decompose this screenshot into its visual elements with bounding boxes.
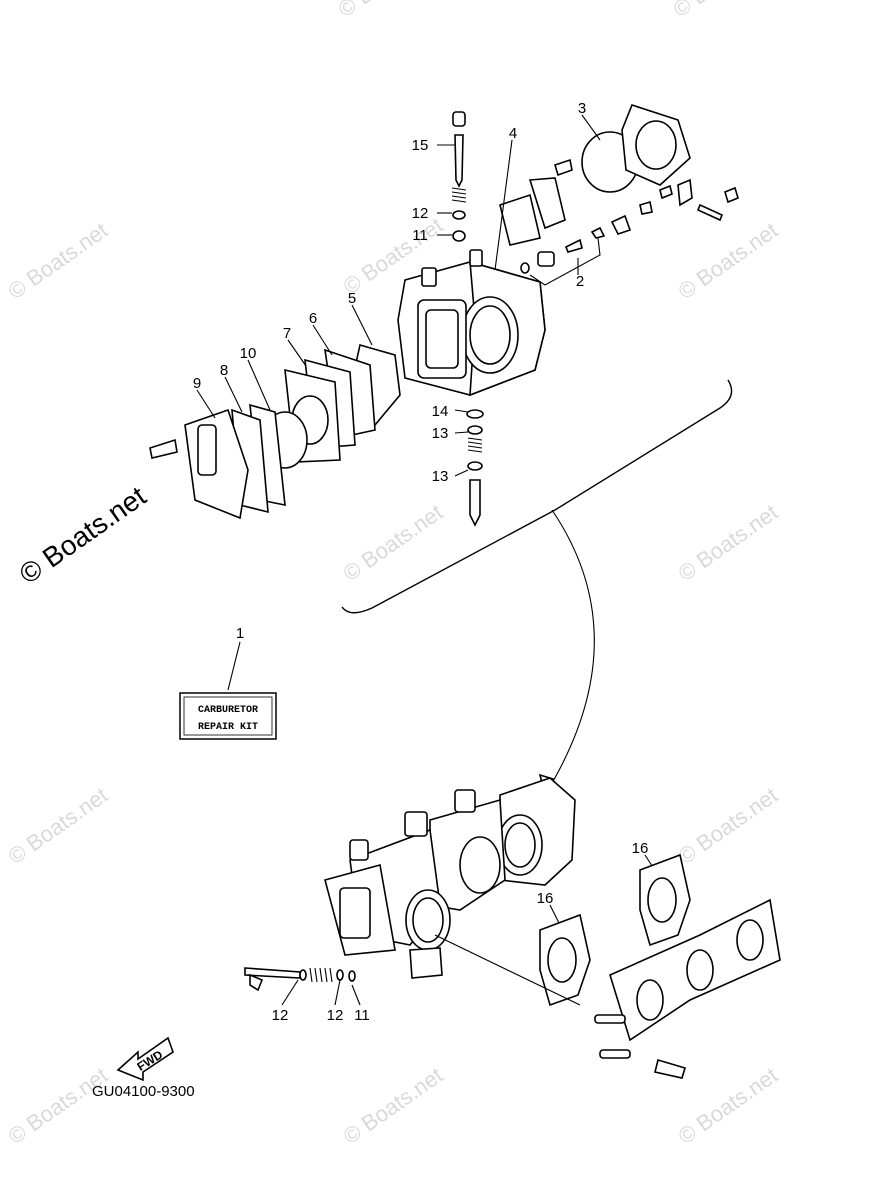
callout-12: 12 (412, 205, 429, 222)
kit-label-line1: CARBURETOR (198, 705, 258, 716)
callout-9: 9 (193, 375, 201, 392)
callout-15: 15 (412, 137, 429, 154)
carburetor-assembly (324, 777, 576, 979)
diagram-code: GU04100-9300 (92, 1083, 195, 1100)
callout-11: 11 (354, 1007, 370, 1024)
callout-16: 16 (537, 890, 554, 907)
watermark-text: © Boats.net (674, 499, 783, 586)
repair-kit-label: CARBURETOR REPAIR KIT (179, 692, 277, 740)
watermark-text: © Boats.net (334, 0, 443, 22)
part-4-bracket (499, 177, 566, 246)
callout-6: 6 (309, 310, 317, 327)
lower-screw-stack (244, 967, 356, 992)
needle-valve-stack (451, 111, 467, 242)
callout-12: 12 (327, 1007, 344, 1024)
intake-manifold (594, 898, 781, 1079)
callout-1: 1 (236, 625, 244, 642)
part-2-screw-set (520, 226, 606, 286)
watermark-text: © Boats.net (339, 1062, 448, 1149)
callout-13: 13 (432, 468, 449, 485)
watermark-large: © Boats.net (14, 480, 152, 590)
watermark-text: © Boats.net (4, 782, 113, 869)
carburetor-body (397, 249, 546, 397)
callouts: 1 2 3 4 5 6 7 8 9 10 11 12 13 13 14 15 1… (193, 100, 649, 1024)
leader-lines (196, 114, 659, 1006)
callout-14: 14 (432, 403, 449, 420)
callout-5: 5 (348, 290, 356, 307)
watermark-text: © Boats.net (674, 217, 783, 304)
watermark-text: © Boats.net (669, 0, 778, 22)
callout-2: 2 (576, 273, 584, 290)
callout-7: 7 (283, 325, 291, 342)
callout-12: 12 (272, 1007, 289, 1024)
watermark-text: © Boats.net (4, 1062, 113, 1149)
watermark-text: © Boats.net (674, 1062, 783, 1149)
fwd-arrow: FWD (116, 1036, 174, 1082)
callout-13: 13 (432, 425, 449, 442)
pilot-screw-stack (466, 409, 484, 527)
watermark-text: © Boats.net (339, 499, 448, 586)
intake-gaskets (434, 853, 691, 1007)
group-bracket (341, 379, 733, 614)
callout-3: 3 (578, 100, 586, 117)
callout-4: 4 (509, 125, 517, 142)
callout-16: 16 (632, 840, 649, 857)
callout-8: 8 (220, 362, 228, 379)
watermark-text: © Boats.net (674, 782, 783, 869)
fuel-pump-assembly (149, 343, 401, 520)
callout-10: 10 (240, 345, 257, 362)
callout-11: 11 (412, 227, 428, 244)
part-3-diaphragm (554, 104, 739, 235)
kit-label-line2: REPAIR KIT (198, 722, 258, 733)
assembly-arrow (544, 509, 595, 796)
watermark-text: © Boats.net (4, 217, 113, 304)
